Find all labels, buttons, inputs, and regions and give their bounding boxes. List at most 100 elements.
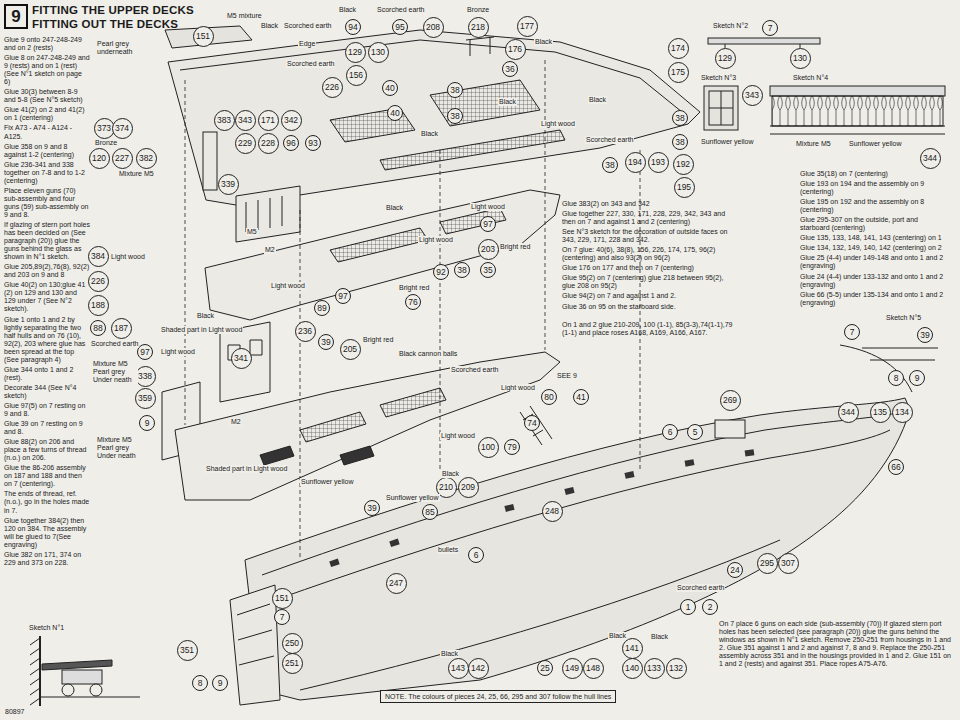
callout-number: 149 xyxy=(562,658,583,679)
callout-number: 208 xyxy=(423,17,444,38)
callout-number: 344 xyxy=(838,402,859,423)
instruction-text: Glue 94(2) on 7 and against 1 and 2. xyxy=(562,292,737,300)
callout-number: 38 xyxy=(447,82,463,98)
callout-text: 187 xyxy=(114,324,128,333)
callout-number: 151 xyxy=(193,26,214,47)
instruction-text: Glue 135, 133, 148, 141, 143 (centering)… xyxy=(800,234,948,242)
callout-text: 38 xyxy=(450,86,459,95)
paint-note: Bright red xyxy=(362,336,394,344)
callout-text: 229 xyxy=(238,139,252,148)
instruction-text: Glue 383(2) on 343 and 342 xyxy=(562,200,737,208)
callout-number: 382 xyxy=(136,148,157,169)
callout-number: 94 xyxy=(345,19,361,35)
instruction-text: The ends of thread, ref. (n.o.), go in t… xyxy=(4,490,90,514)
callout-number: 132 xyxy=(666,658,687,679)
callout-text: 130 xyxy=(793,54,807,63)
paint-note: Pearl grey underneath xyxy=(96,40,142,56)
callout-text: 141 xyxy=(625,644,639,653)
callout-text: 344 xyxy=(841,408,855,417)
callout-number: 176 xyxy=(505,39,526,60)
callout-number: 89 xyxy=(314,300,330,316)
paint-note: Black xyxy=(420,130,439,138)
callout-text: 338 xyxy=(138,372,152,381)
callout-text: 7 xyxy=(850,328,855,337)
callout-text: 218 xyxy=(471,23,485,32)
callout-number: 251 xyxy=(282,653,303,674)
callout-number: 7 xyxy=(762,20,778,36)
callout-text: 76 xyxy=(408,298,417,307)
instruction-text: On 7 place 6 guns on each side (sub-asse… xyxy=(718,620,952,668)
instruction-text: Glue 66 (5-5) under 135-134 and onto 1 a… xyxy=(800,291,948,307)
callout-text: 193 xyxy=(651,158,665,167)
callout-text: 1 xyxy=(686,603,691,612)
hull-drawing xyxy=(162,26,910,705)
callout-text: 344 xyxy=(923,154,937,163)
instruction-column: Glue 9 onto 247-248-249 and on 2 (rests)… xyxy=(4,36,90,569)
callout-text: 177 xyxy=(520,22,534,31)
callout-text: 94 xyxy=(348,23,357,32)
callout-number: 236 xyxy=(295,321,316,342)
callout-text: 25 xyxy=(540,664,549,673)
instruction-column: Glue 383(2) on 343 and 342Glue together … xyxy=(562,200,737,339)
callout-number: 40 xyxy=(387,105,403,121)
callout-number: 38 xyxy=(602,157,618,173)
instruction-text: Glue 97(5) on 7 resting on 9 and 8. xyxy=(4,402,90,418)
callout-text: 97 xyxy=(338,292,347,301)
callout-number: 343 xyxy=(235,110,256,131)
callout-number: 177 xyxy=(517,16,538,37)
paint-note: Black xyxy=(534,38,553,46)
paint-note: Black xyxy=(440,650,459,658)
callout-number: 141 xyxy=(622,638,643,659)
callout-number: 248 xyxy=(542,501,563,522)
paint-note: Black cannon balls xyxy=(398,350,458,358)
callout-number: 40 xyxy=(382,80,398,96)
paint-note: Bright red xyxy=(499,243,531,251)
callout-number: 38 xyxy=(672,134,688,150)
callout-text: 41 xyxy=(576,393,585,402)
instruction-text: Glue 205,89(2),76(8), 92(2) and 203 on 9… xyxy=(4,263,90,279)
callout-text: 208 xyxy=(426,23,440,32)
sketch-label: Sketch N°1 xyxy=(28,624,65,632)
callout-text: 203 xyxy=(481,245,495,254)
callout-number: 247 xyxy=(386,573,407,594)
callout-number: 120 xyxy=(89,148,110,169)
instruction-text: Place eleven guns (70) sub-assembly and … xyxy=(4,187,90,219)
callout-text: 9 xyxy=(915,374,920,383)
callout-text: 132 xyxy=(669,664,683,673)
callout-number: 95 xyxy=(392,19,408,35)
callout-text: 205 xyxy=(343,345,357,354)
callout-text: 89 xyxy=(317,304,326,313)
paint-note: Mixture M5 Pearl grey Under neath xyxy=(96,436,144,460)
callout-number: 92 xyxy=(433,264,449,280)
instruction-text: Glue the 86-206 assembly on 187 and 188 … xyxy=(4,464,90,488)
callout-text: 129 xyxy=(348,48,362,57)
paint-note: Black xyxy=(441,470,460,478)
callout-text: 248 xyxy=(545,507,559,516)
callout-number: 307 xyxy=(778,553,799,574)
callout-text: 295 xyxy=(760,559,774,568)
sketch-drawings xyxy=(30,38,945,706)
paint-note: M5 xyxy=(246,228,258,236)
callout-text: 39 xyxy=(920,331,929,340)
instruction-text: See N°3 sketch for the decoration of out… xyxy=(562,228,737,244)
paint-note: Black xyxy=(588,96,607,104)
paint-note: Scorched earth xyxy=(90,340,139,348)
callout-number: 188 xyxy=(88,295,109,316)
callout-number: 203 xyxy=(478,239,499,260)
callout-number: 142 xyxy=(468,658,489,679)
catalog-number: 80897 xyxy=(4,708,25,716)
callout-text: 7 xyxy=(280,613,285,622)
section-title: FITTING THE UPPER DECKS xyxy=(32,4,194,17)
paint-note: Sunflower yellow xyxy=(385,494,440,502)
callout-text: 97 xyxy=(483,220,492,229)
paint-note: Scorched earth xyxy=(676,584,725,592)
paint-note: Scorched earth xyxy=(450,366,499,374)
instruction-text: Glue 40(2) on 130;glue 41 (2) on 129 and… xyxy=(4,281,90,313)
callout-text: 97 xyxy=(140,348,149,357)
callout-text: 134 xyxy=(895,408,909,417)
callout-number: 74 xyxy=(524,415,540,431)
callout-text: 247 xyxy=(389,579,403,588)
paint-note: SEE 9 xyxy=(556,372,578,380)
callout-text: 373 xyxy=(97,124,111,133)
